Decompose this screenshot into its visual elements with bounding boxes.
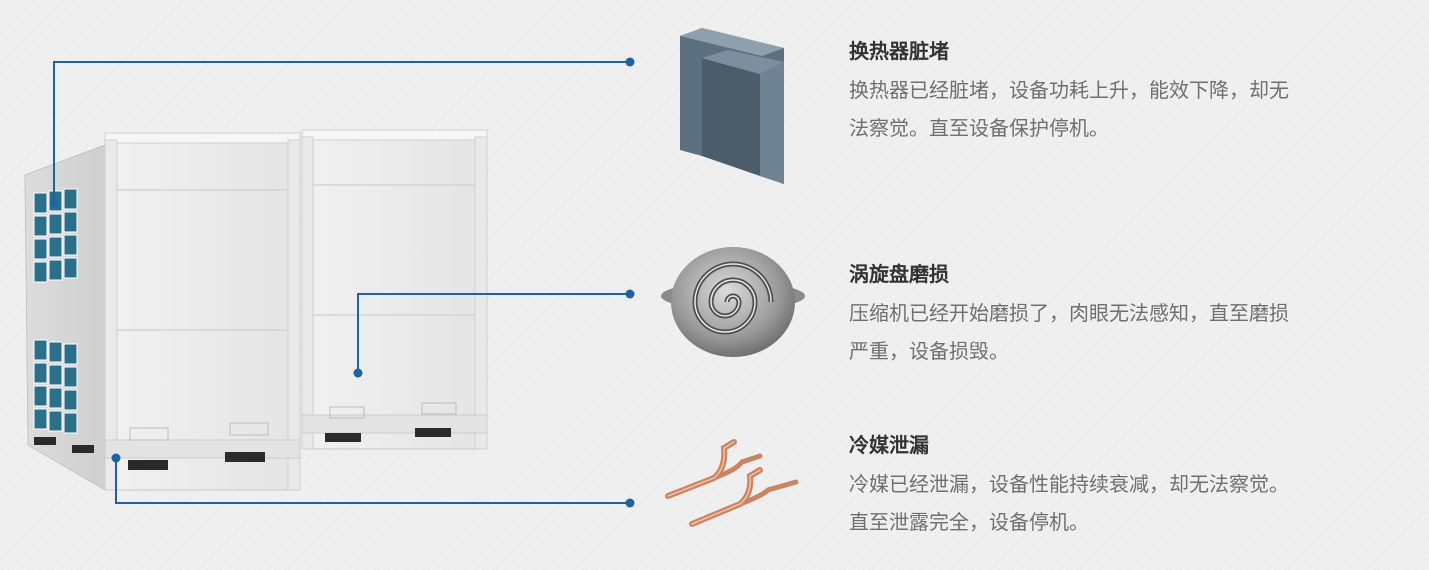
issue-description-line: 压缩机已经开始磨损了，肉眼无法感知，直至磨损 [849,301,1289,325]
issue-title: 冷媒泄漏 [849,433,929,457]
connector-line-refrigerant [115,458,630,504]
connector-dot [625,498,635,508]
connector-dot [625,57,635,67]
scroll-plate-icon [661,247,805,357]
heat-exchanger-bracket-icon [680,28,784,184]
connector-lines [49,57,635,508]
issue-scroll-wear: 涡旋盘磨损 压缩机已经开始磨损了，肉眼无法感知，直至磨损 严重，设备损毁。 [849,258,1419,370]
issue-description-line: 严重，设备损毁。 [849,339,1009,363]
connector-dot [353,368,363,378]
connector-line-scroll [357,293,630,373]
issue-description-line: 冷媒已经泄漏，设备性能持续衰减，却无法察觉。 [849,472,1289,496]
issue-title: 涡旋盘磨损 [849,262,949,286]
issue-description-line: 直至泄露完全，设备停机。 [849,510,1089,534]
connector-dot [625,289,635,299]
issue-refrigerant-leak: 冷媒泄漏 冷媒已经泄漏，设备性能持续衰减，却无法察觉。 直至泄露完全，设备停机。 [849,429,1419,541]
connector-line-heat-exchanger [53,61,630,203]
issue-description: 换热器已经脏堵，设备功耗上升，能效下降，却无 法察觉。直至设备保护停机。 [849,71,1419,147]
issue-description: 冷媒已经泄漏，设备性能持续衰减，却无法察觉。 直至泄露完全，设备停机。 [849,465,1419,541]
issue-title: 换热器脏堵 [849,39,949,63]
connector-dot [49,198,59,208]
issue-description-line: 换热器已经脏堵，设备功耗上升，能效下降，却无 [849,78,1289,102]
issue-description-line: 法察觉。直至设备保护停机。 [849,116,1109,140]
issue-description: 压缩机已经开始磨损了，肉眼无法感知，直至磨损 严重，设备损毁。 [849,294,1419,370]
outdoor-unit-image [24,129,488,491]
connector-dot [111,453,121,463]
copper-pipe-branch-icon [665,439,799,527]
issue-heat-exchanger: 换热器脏堵 换热器已经脏堵，设备功耗上升，能效下降，却无 法察觉。直至设备保护停… [849,35,1419,147]
